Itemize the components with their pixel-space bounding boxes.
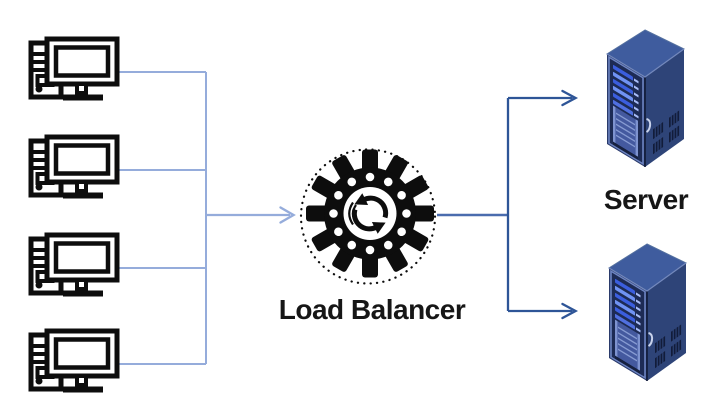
gear-sync-icon [299,148,437,285]
client-computer-icon [31,235,117,294]
arrowhead-to-server-2 [561,302,579,320]
server-label: Server [603,184,689,215]
client-connectors [118,71,296,365]
load-balancer-label: Load Balancer [278,294,466,325]
gear-ring-dots [329,172,411,255]
client-computer-icon [31,137,117,196]
arrowhead-to-load-balancer [279,206,296,224]
server-tower-icon [606,29,685,168]
client-computer-icon [31,331,117,390]
arrowhead-to-server-1 [561,89,579,107]
client-computer-icon [31,39,117,98]
server-connectors [437,89,579,320]
dotted-circle [299,148,437,285]
server-tower-icon [608,243,687,382]
sync-arrows-icon [348,193,389,234]
